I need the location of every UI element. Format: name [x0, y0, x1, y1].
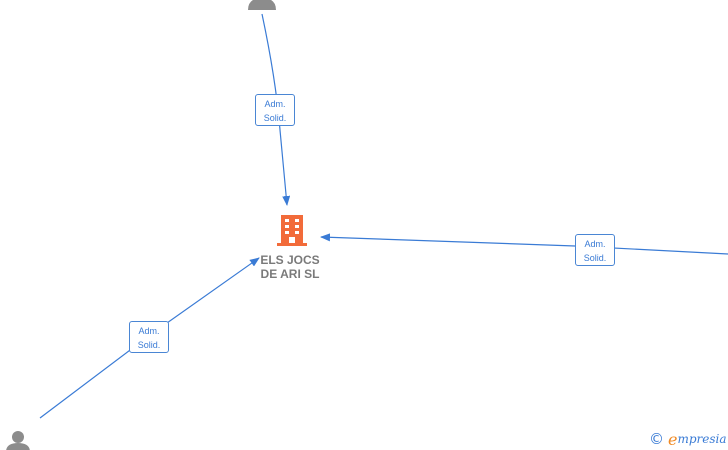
edge-label-line1: Adm. — [584, 239, 606, 249]
company-name[interactable]: ELS JOCS DE ARI SL — [240, 253, 340, 281]
person-icon[interactable] — [248, 0, 276, 10]
edge-label-top[interactable]: Adm. Solid. — [255, 94, 295, 126]
company-name-line1: ELS JOCS — [260, 253, 320, 267]
edge-label-right[interactable]: Adm. Solid. — [575, 234, 615, 266]
building-icon[interactable] — [277, 215, 307, 246]
edge-label-line2: Solid. — [583, 253, 607, 263]
edge-label-line1: Adm. — [264, 99, 286, 109]
edge-line-top — [261, 13, 291, 206]
edge-line-right — [320, 233, 728, 255]
edge-label-line1: Adm. — [138, 326, 160, 336]
brand-logo-text: mpresia — [677, 432, 727, 446]
edge-label-line2: Solid. — [263, 113, 287, 123]
person-icon[interactable] — [6, 431, 30, 450]
brand-logo-initial: e — [668, 429, 678, 449]
company-name-line2: DE ARI SL — [260, 267, 320, 281]
edge-label-line2: Solid. — [137, 340, 161, 350]
copyright-icon: © — [649, 430, 664, 448]
edge-label-bottom-left[interactable]: Adm. Solid. — [129, 321, 169, 353]
empresia-watermark: © e mpresia — [649, 429, 727, 449]
